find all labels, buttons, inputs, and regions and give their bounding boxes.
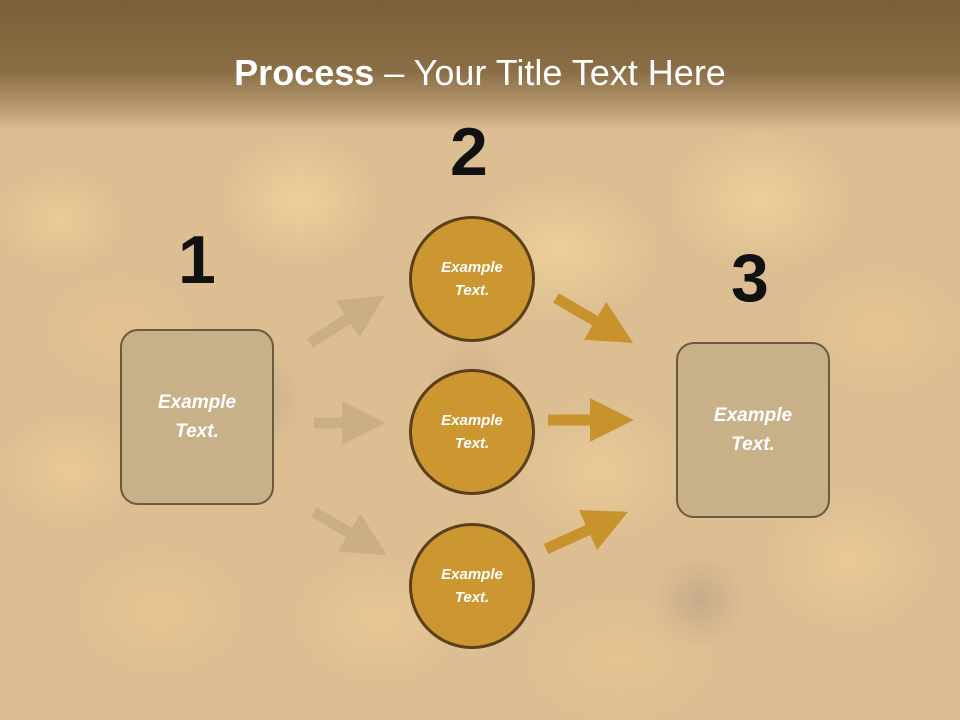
step-number-3: 3 bbox=[731, 240, 769, 316]
title-rest: – Your Title Text Here bbox=[374, 52, 726, 93]
circle-bottom-text: Example Text. bbox=[441, 566, 503, 606]
circle-top-text: Example Text. bbox=[441, 259, 503, 299]
right-step-text: Example Text. bbox=[713, 405, 793, 455]
step-number-2: 2 bbox=[450, 114, 488, 190]
circle-middle-text: Example Text. bbox=[441, 412, 503, 452]
arrow-out-bottom bbox=[543, 509, 629, 555]
title-bold: Process bbox=[234, 52, 375, 93]
step-circle-middle: Example Text. bbox=[409, 369, 535, 495]
step-circle-top: Example Text. bbox=[409, 216, 535, 342]
left-step-text: Example Text. bbox=[157, 392, 237, 442]
arrow-in-top bbox=[307, 295, 385, 348]
right-step-box: Example Text. bbox=[676, 342, 830, 518]
arrow-out-top bbox=[553, 293, 634, 343]
step-circle-bottom: Example Text. bbox=[409, 523, 535, 649]
arrow-in-bottom bbox=[311, 507, 388, 556]
slide-title: Process – Your Title Text Here bbox=[0, 52, 960, 94]
step-number-1: 1 bbox=[178, 222, 216, 298]
left-step-box: Example Text. bbox=[120, 329, 274, 505]
title-bar bbox=[0, 0, 960, 130]
